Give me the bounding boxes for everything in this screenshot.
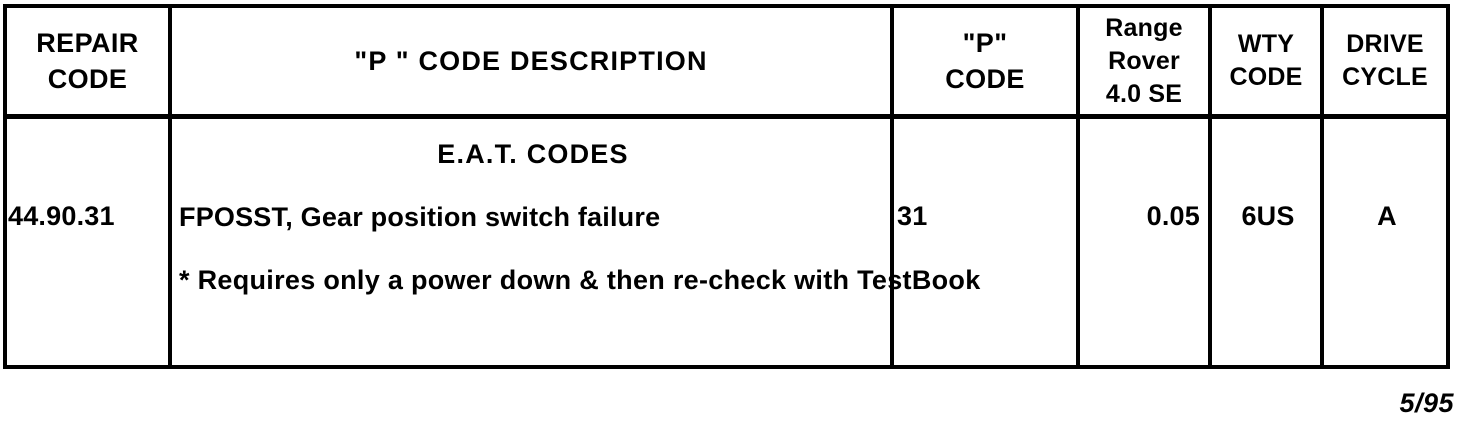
column-header-wty-code: WTY CODE <box>1208 6 1324 119</box>
p-code-value: 31 <box>897 201 928 231</box>
description-footnote: * Requires only a power down & then re-c… <box>179 265 981 295</box>
column-header-range-rover-label: Range Rover 4.0 SE <box>1105 13 1183 108</box>
table-row: 44.90.31 E.A.T. CODES FPOSST, Gear posit… <box>3 116 1450 367</box>
column-header-wty-code-label: WTY CODE <box>1229 30 1303 91</box>
cell-wty-code: 6US <box>1208 116 1324 367</box>
column-header-repair-code: REPAIR CODE <box>3 6 172 119</box>
page-marker: 5/95 <box>1399 388 1454 418</box>
cell-drive-cycle: A <box>1320 116 1450 367</box>
column-header-p-code-label: "P" CODE <box>945 27 1025 94</box>
wty-code-value: 6US <box>1241 201 1295 231</box>
description-group-title: E.A.T. CODES <box>437 139 629 169</box>
cell-range-rover: 0.05 <box>1076 116 1212 367</box>
range-rover-time-value: 0.05 <box>1146 201 1200 231</box>
cell-description: E.A.T. CODES FPOSST, Gear position switc… <box>168 116 980 367</box>
repair-code-table: REPAIR CODE "P " CODE DESCRIPTION "P" CO… <box>3 4 1450 369</box>
description-text: FPOSST, Gear position switch failure <box>179 202 661 232</box>
column-header-range-rover: Range Rover 4.0 SE <box>1076 6 1212 119</box>
column-header-drive-cycle-label: DRIVE CYCLE <box>1342 30 1428 91</box>
drive-cycle-value: A <box>1377 201 1397 231</box>
column-header-drive-cycle: DRIVE CYCLE <box>1320 6 1450 119</box>
repair-code-value: 44.90.31 <box>8 201 115 231</box>
column-header-description: "P " CODE DESCRIPTION <box>168 6 894 119</box>
column-header-description-label: "P " CODE DESCRIPTION <box>354 45 708 76</box>
column-header-p-code: "P" CODE <box>890 6 1080 119</box>
table-header-row: REPAIR CODE "P " CODE DESCRIPTION "P" CO… <box>3 6 1450 119</box>
cell-repair-code: 44.90.31 <box>3 116 172 367</box>
cell-p-code: 31 <box>890 116 1080 367</box>
column-header-repair-code-label: REPAIR CODE <box>36 27 139 94</box>
